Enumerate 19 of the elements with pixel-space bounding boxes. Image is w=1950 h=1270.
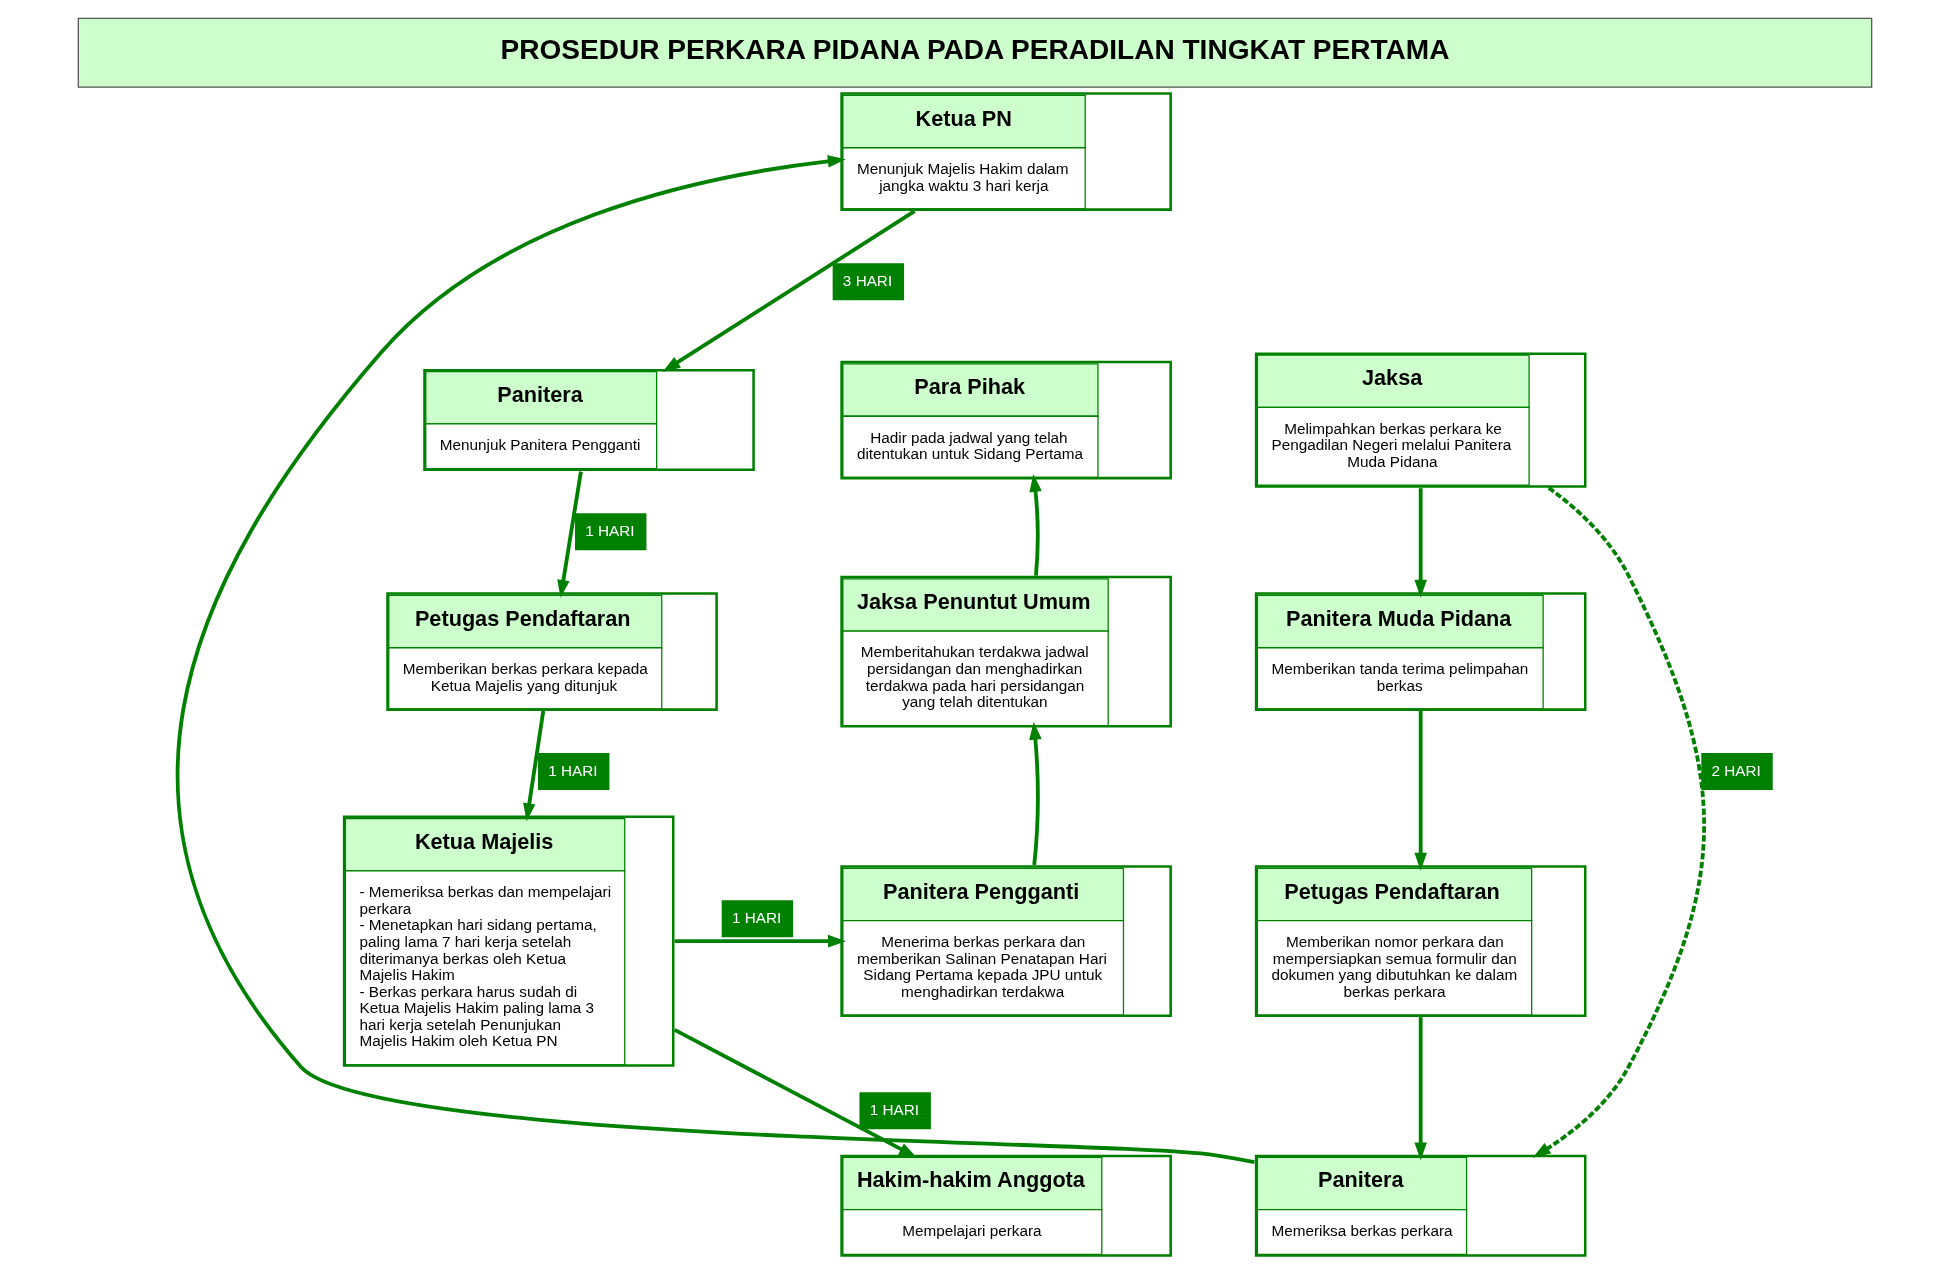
diagram-title: PROSEDUR PERKARA PIDANA PADA PERADILAN TINGKAT PERTAMA — [500, 33, 1450, 65]
arrow — [176, 155, 1255, 1164]
arrow — [1029, 473, 1042, 576]
arrow — [1414, 710, 1427, 871]
edge-label: 2 HARI — [1711, 762, 1761, 780]
arrow — [1414, 1017, 1427, 1161]
arrow — [1414, 488, 1427, 598]
edge-label: 3 HARI — [842, 272, 893, 290]
arrow — [673, 1028, 917, 1158]
arrow — [1532, 486, 1706, 1158]
edge-label: 1 HARI — [869, 1101, 919, 1119]
arrow — [523, 710, 546, 822]
edge-label: 1 HARI — [731, 909, 782, 927]
arrow — [674, 934, 846, 948]
arrow — [1029, 721, 1042, 866]
arrow — [662, 209, 916, 372]
edge-label: 1 HARI — [548, 762, 598, 780]
edge-label: 1 HARI — [585, 522, 635, 540]
arrow — [557, 471, 583, 598]
